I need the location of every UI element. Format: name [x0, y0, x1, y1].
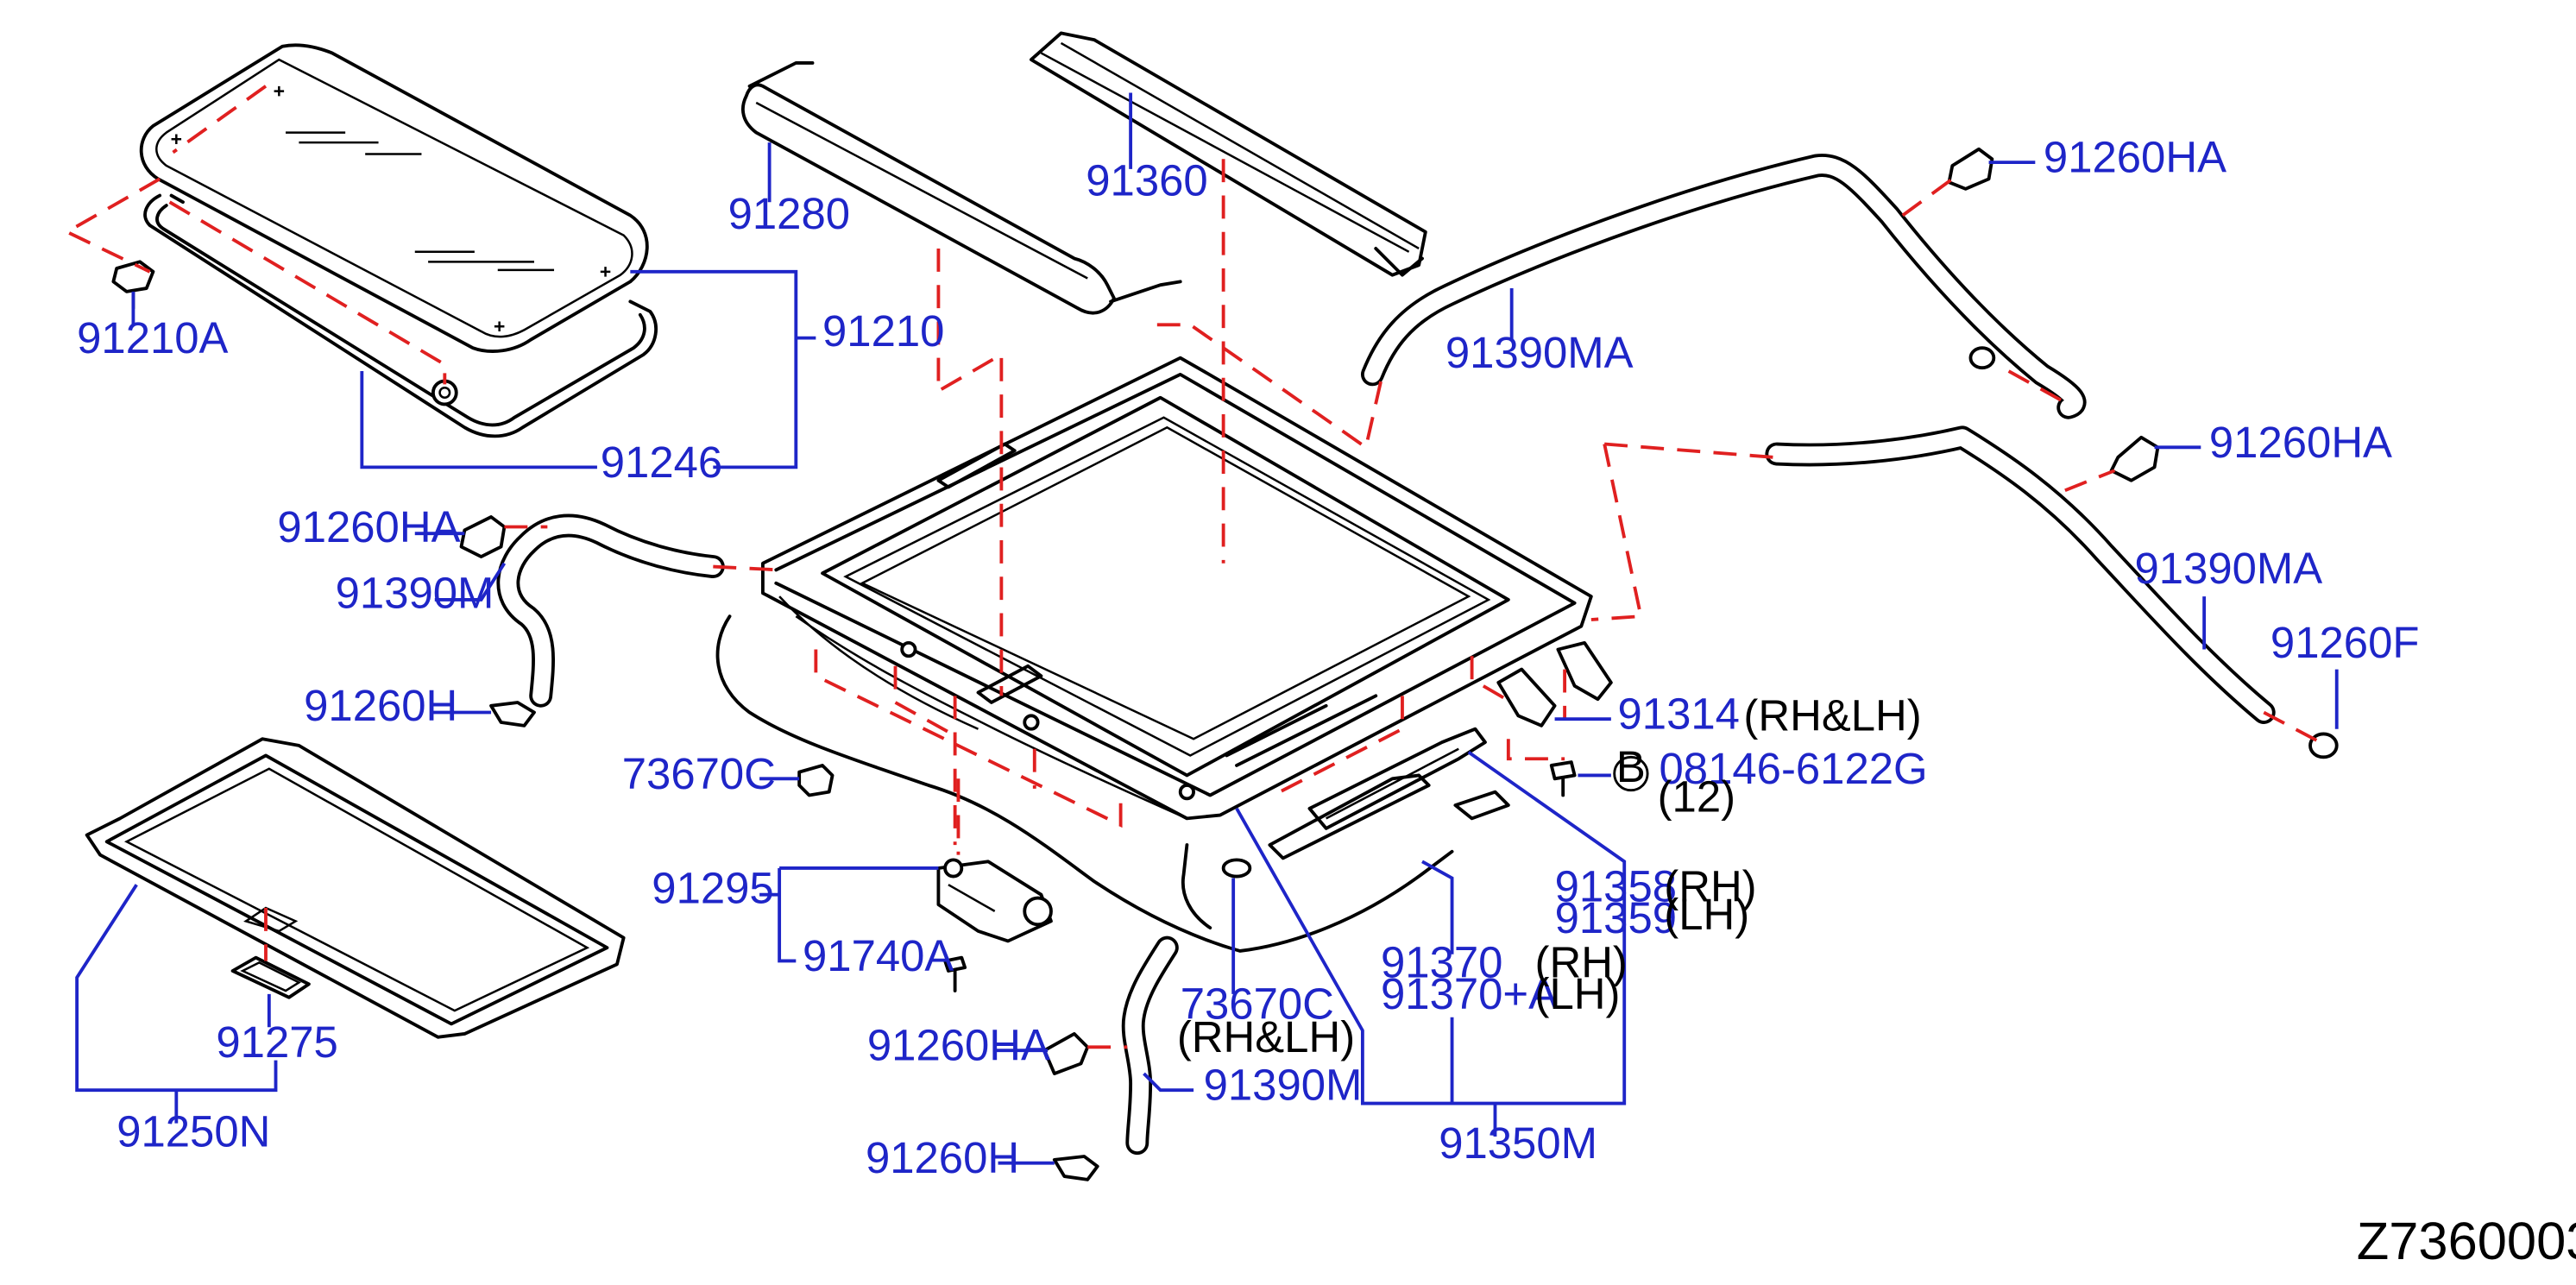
- callout-91250N: 91250N: [117, 1106, 270, 1156]
- callout-91275: 91275: [216, 1017, 337, 1067]
- callout-91210A: 91210A: [77, 313, 228, 362]
- sunshade-91250N-drawing: [85, 737, 626, 1039]
- drain-tube-73670C-drawing: [715, 614, 1454, 953]
- leader-lines: [75, 92, 2339, 1165]
- diagram-reference-code: Z7360003: [2357, 1212, 2576, 1271]
- callout-91370: 91370: [1381, 938, 1502, 987]
- qualifier-labels: (RH&LH) (12) (RH) (LH) (RH) (LH) (RH&LH): [1177, 691, 1922, 1061]
- bolt-symbol-letter: B: [1616, 742, 1646, 791]
- wind-deflector-91360-drawing: [1030, 31, 1427, 277]
- callout-91359: 91359: [1555, 893, 1677, 942]
- callout-91360: 91360: [1086, 156, 1207, 205]
- qualifier-91370A-lh: (LH): [1535, 969, 1621, 1018]
- callout-91740A: 91740A: [803, 931, 954, 980]
- weatherstrip-drawing: [143, 193, 658, 438]
- callout-91314: 91314: [1618, 690, 1740, 739]
- callout-91358: 91358: [1555, 861, 1677, 910]
- callout-91260HA-left: 91260HA: [277, 502, 460, 551]
- handle-91275-drawing: [230, 955, 311, 999]
- glass-panel-drawing: [139, 43, 649, 353]
- qualifier-73670C-rhlh: (RH&LH): [1177, 1012, 1355, 1061]
- grommet-drawings: [797, 346, 2339, 879]
- qualifier-91358-rh: (RH): [1664, 861, 1756, 910]
- qualifier-91314-rhlh: (RH&LH): [1743, 691, 1921, 740]
- callout-91390MA-top: 91390MA: [1445, 328, 1634, 377]
- drain-hose-91390M-bottom-drawing: [1121, 935, 1179, 1156]
- link-91370-drawing: [1268, 773, 1510, 860]
- callout-91295: 91295: [652, 863, 773, 912]
- motor-91295-drawing: [936, 858, 1053, 943]
- callout-91280: 91280: [728, 189, 850, 238]
- callout-91260H-left: 91260H: [304, 681, 457, 730]
- link-91358-drawing: [1307, 727, 1487, 830]
- shade-rail-91280-drawing: [741, 61, 1182, 315]
- part-number-callouts: 91210A 91280 91360 91210 91246 91260HA 9…: [77, 133, 2419, 1183]
- callout-91246: 91246: [601, 438, 722, 487]
- drain-hose-91390M-left-drawing: [496, 513, 725, 708]
- assembly-lines: [63, 85, 2321, 1049]
- callout-08146-6122G: 08146-6122G: [1660, 744, 1928, 793]
- bolt-08146-drawing: [1549, 760, 1577, 797]
- callout-73670C-bottom: 73670C: [1181, 979, 1334, 1029]
- callout-91390M-left: 91390M: [336, 569, 494, 618]
- callout-91260H-bottom: 91260H: [866, 1133, 1019, 1182]
- callout-91210: 91210: [822, 306, 944, 356]
- callout-91350M: 91350M: [1439, 1118, 1597, 1168]
- qualifier-91370-rh: (RH): [1535, 938, 1628, 987]
- qualifier-91359-lh: (LH): [1664, 890, 1749, 939]
- bolt-91740A-drawing: [943, 955, 967, 992]
- bolt-symbol: B: [1613, 742, 1649, 792]
- clip-drawings: [459, 147, 2160, 1181]
- drain-hose-91390MA-right-drawing: [1765, 425, 2276, 724]
- callout-91260HA-bottom: 91260HA: [867, 1021, 1050, 1070]
- callout-91260HA-top: 91260HA: [2044, 133, 2226, 182]
- callout-91260F: 91260F: [2271, 618, 2420, 667]
- bracket-91314-drawing: [1496, 640, 1613, 728]
- callout-91390MA-right: 91390MA: [2135, 544, 2323, 593]
- sunroof-frame-drawing: [761, 356, 1593, 821]
- drain-hose-91390MA-top-drawing: [1360, 154, 2087, 419]
- callout-91390M-bottom: 91390M: [1204, 1061, 1363, 1110]
- callout-91260HA-right: 91260HA: [2209, 418, 2392, 467]
- callout-73670C-left: 73670C: [622, 749, 776, 798]
- callout-91370-A: 91370+A: [1381, 969, 1558, 1018]
- qualifier-quantity-12: (12): [1658, 772, 1735, 822]
